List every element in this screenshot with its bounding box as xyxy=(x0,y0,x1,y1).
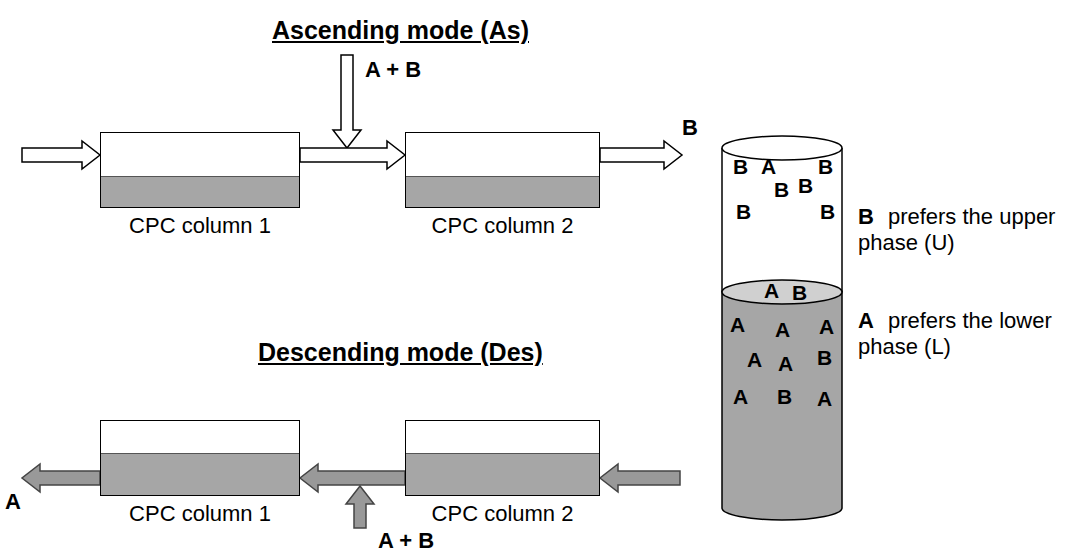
solute-letter: B xyxy=(817,346,832,370)
solute-letter: A xyxy=(761,155,776,179)
column-caption: CPC column 1 xyxy=(129,213,271,239)
lower-phase xyxy=(101,453,299,495)
solute-letter: B xyxy=(774,178,789,202)
solute-letter: A xyxy=(747,348,762,372)
cpc-column: CPC column 1 xyxy=(100,420,300,496)
legend-line: Bprefers the upper phase (U) xyxy=(858,204,1063,257)
legend-text: prefers the upper phase (U) xyxy=(858,204,1055,255)
solute-letter: B xyxy=(818,155,833,179)
solute-letter: A xyxy=(778,352,793,376)
legend-text: prefers the lower phase (L) xyxy=(858,308,1052,359)
feed-label: A + B xyxy=(365,57,421,82)
solute-letter: A xyxy=(764,279,779,303)
cylinder-lower-phase xyxy=(722,292,842,520)
phase-interface xyxy=(722,280,842,304)
solute-letter: A xyxy=(730,313,745,337)
solute-letter: A xyxy=(775,318,790,342)
solute-letter: B xyxy=(736,200,751,224)
legend-line: Aprefers the lower phase (L) xyxy=(858,308,1063,361)
solute-letter: A xyxy=(817,387,832,411)
lower-phase xyxy=(406,176,599,207)
solute-letter: A xyxy=(819,315,834,339)
grey-arrow xyxy=(346,486,374,528)
hollow-arrow xyxy=(600,141,682,169)
hollow-arrow xyxy=(300,141,405,169)
mode-title: Ascending mode (As) xyxy=(272,16,529,45)
hollow-arrow xyxy=(333,55,361,148)
lower-phase xyxy=(101,176,299,207)
cpc-column: CPC column 2 xyxy=(405,420,600,496)
solute-letter: A xyxy=(733,385,748,409)
column-caption: CPC column 1 xyxy=(129,501,271,527)
solute-letter: B xyxy=(733,155,748,179)
grey-arrow xyxy=(300,464,405,492)
solute-letter: B xyxy=(777,385,792,409)
solute-letter: B xyxy=(820,200,835,224)
column-caption: CPC column 2 xyxy=(432,213,574,239)
cpc-column: CPC column 1 xyxy=(100,132,300,208)
feed-label: A + B xyxy=(378,528,434,553)
grey-arrow xyxy=(22,464,100,492)
lower-phase xyxy=(406,453,599,495)
hollow-arrow xyxy=(22,141,100,169)
column-caption: CPC column 2 xyxy=(432,501,574,527)
cylinder-wall xyxy=(841,148,843,292)
legend-letter: A xyxy=(858,308,874,333)
solute-letter: B xyxy=(792,281,807,305)
solute-letter: B xyxy=(798,174,813,198)
mode-title: Descending mode (Des) xyxy=(258,338,543,367)
output-label: B xyxy=(682,115,698,140)
grey-arrow xyxy=(600,464,680,492)
output-label: A xyxy=(5,489,21,514)
cpc-column: CPC column 2 xyxy=(405,132,600,208)
legend-letter: B xyxy=(858,204,874,229)
cylinder-wall xyxy=(721,148,723,292)
